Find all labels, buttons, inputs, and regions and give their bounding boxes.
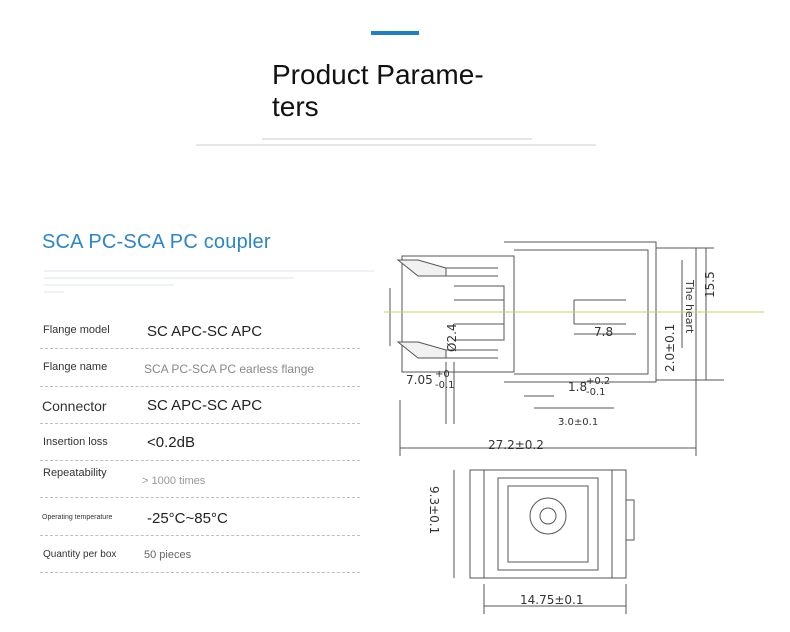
parameter-table: Flange model SC APC-SC APC Flange name S… xyxy=(40,312,360,574)
param-label: Repeatability xyxy=(43,467,107,480)
dim-15-5: 15.5 xyxy=(703,271,717,298)
dim-3-0: 3.0±0.1 xyxy=(558,417,598,428)
param-row-flange-name: Flange name SCA PC-SCA PC earless flange xyxy=(40,349,360,387)
faint-subtitle-line xyxy=(196,144,596,146)
dim-27-2: 27.2±0.2 xyxy=(488,438,544,452)
dim-the-heart: The heart xyxy=(683,279,696,334)
dim-1-8: 1.8 xyxy=(568,380,587,394)
faint-description-line xyxy=(44,284,174,286)
dim-9-3: 9.3±0.1 xyxy=(427,486,441,534)
param-row-quantity-per-box: Quantity per box 50 pieces xyxy=(40,536,360,574)
param-value: 50 pieces xyxy=(144,548,192,561)
param-value: <0.2dB xyxy=(147,433,195,451)
param-row-insertion-loss: Insertion loss <0.2dB xyxy=(40,424,360,462)
technical-drawing: Ø2.4 7.8 7.05 +0 -0.1 1.8 +0.2 -0.1 3.0±… xyxy=(384,241,764,614)
faint-description-line xyxy=(44,291,64,293)
header-accent-bar xyxy=(371,31,419,35)
page-title-line1: Product Parame- xyxy=(272,59,484,90)
dim-14-75: 14.75±0.1 xyxy=(520,593,584,607)
faint-subtitle-line xyxy=(262,138,532,140)
page-title: Product Parame- ters xyxy=(272,59,532,123)
param-row-flange-model: Flange model SC APC-SC APC xyxy=(40,312,360,350)
dim-1-8-upper: +0.2 xyxy=(586,376,610,387)
dim-diameter: Ø2.4 xyxy=(445,323,459,352)
param-row-operating-temperature: Operating temperature -25°C~85°C xyxy=(40,498,360,536)
product-title: SCA PC-SCA PC coupler xyxy=(42,231,271,253)
param-label: Quantity per box xyxy=(43,548,117,560)
param-label: Connector xyxy=(42,397,107,414)
param-value: > 1000 times xyxy=(142,475,206,488)
param-label: Operating temperature xyxy=(42,514,113,522)
page-title-line2: ters xyxy=(272,91,319,122)
dim-1-8-lower: -0.1 xyxy=(586,387,606,398)
param-label: Flange model xyxy=(43,324,110,336)
param-row-connector: Connector SC APC-SC APC xyxy=(40,387,360,424)
param-row-repeatability: Repeatability > 1000 times xyxy=(40,461,360,499)
dim-7-8: 7.8 xyxy=(594,325,613,339)
dim-7-05-lower: -0.1 xyxy=(435,380,455,391)
dim-7-05: 7.05 xyxy=(406,373,433,387)
param-label: Insertion loss xyxy=(43,435,108,448)
faint-description-line xyxy=(44,277,294,279)
dim-2-0: 2.0±0.1 xyxy=(663,324,677,372)
dim-7-05-upper: +0 xyxy=(435,369,450,380)
param-label: Flange name xyxy=(43,361,108,374)
faint-description-line xyxy=(44,270,374,272)
param-value: SC APC-SC APC xyxy=(147,323,263,340)
param-value: SCA PC-SCA PC earless flange xyxy=(144,362,315,377)
param-value: SC APC-SC APC xyxy=(147,396,263,414)
param-value: -25°C~85°C xyxy=(147,510,228,528)
